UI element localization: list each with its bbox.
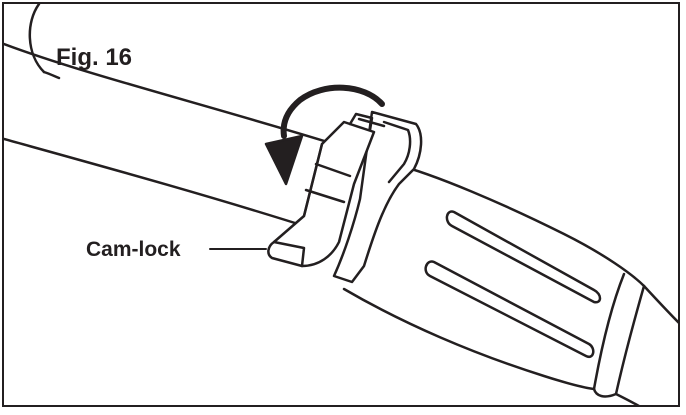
trimmer-shaft-illustration: [4, 4, 678, 405]
figure-title: Fig. 16: [56, 44, 133, 71]
cam-lock-callout: Cam-lock: [86, 238, 181, 261]
grip-ribs: [424, 210, 602, 359]
cam-lock-lever: [267, 112, 376, 268]
cam-lock-collar: [332, 110, 423, 284]
rotation-arrow-icon: [264, 84, 385, 186]
rubber-grip: [342, 162, 646, 398]
lower-shaft-tube: [614, 284, 678, 405]
figure-frame: Fig. 16 Cam-lock: [2, 2, 680, 407]
